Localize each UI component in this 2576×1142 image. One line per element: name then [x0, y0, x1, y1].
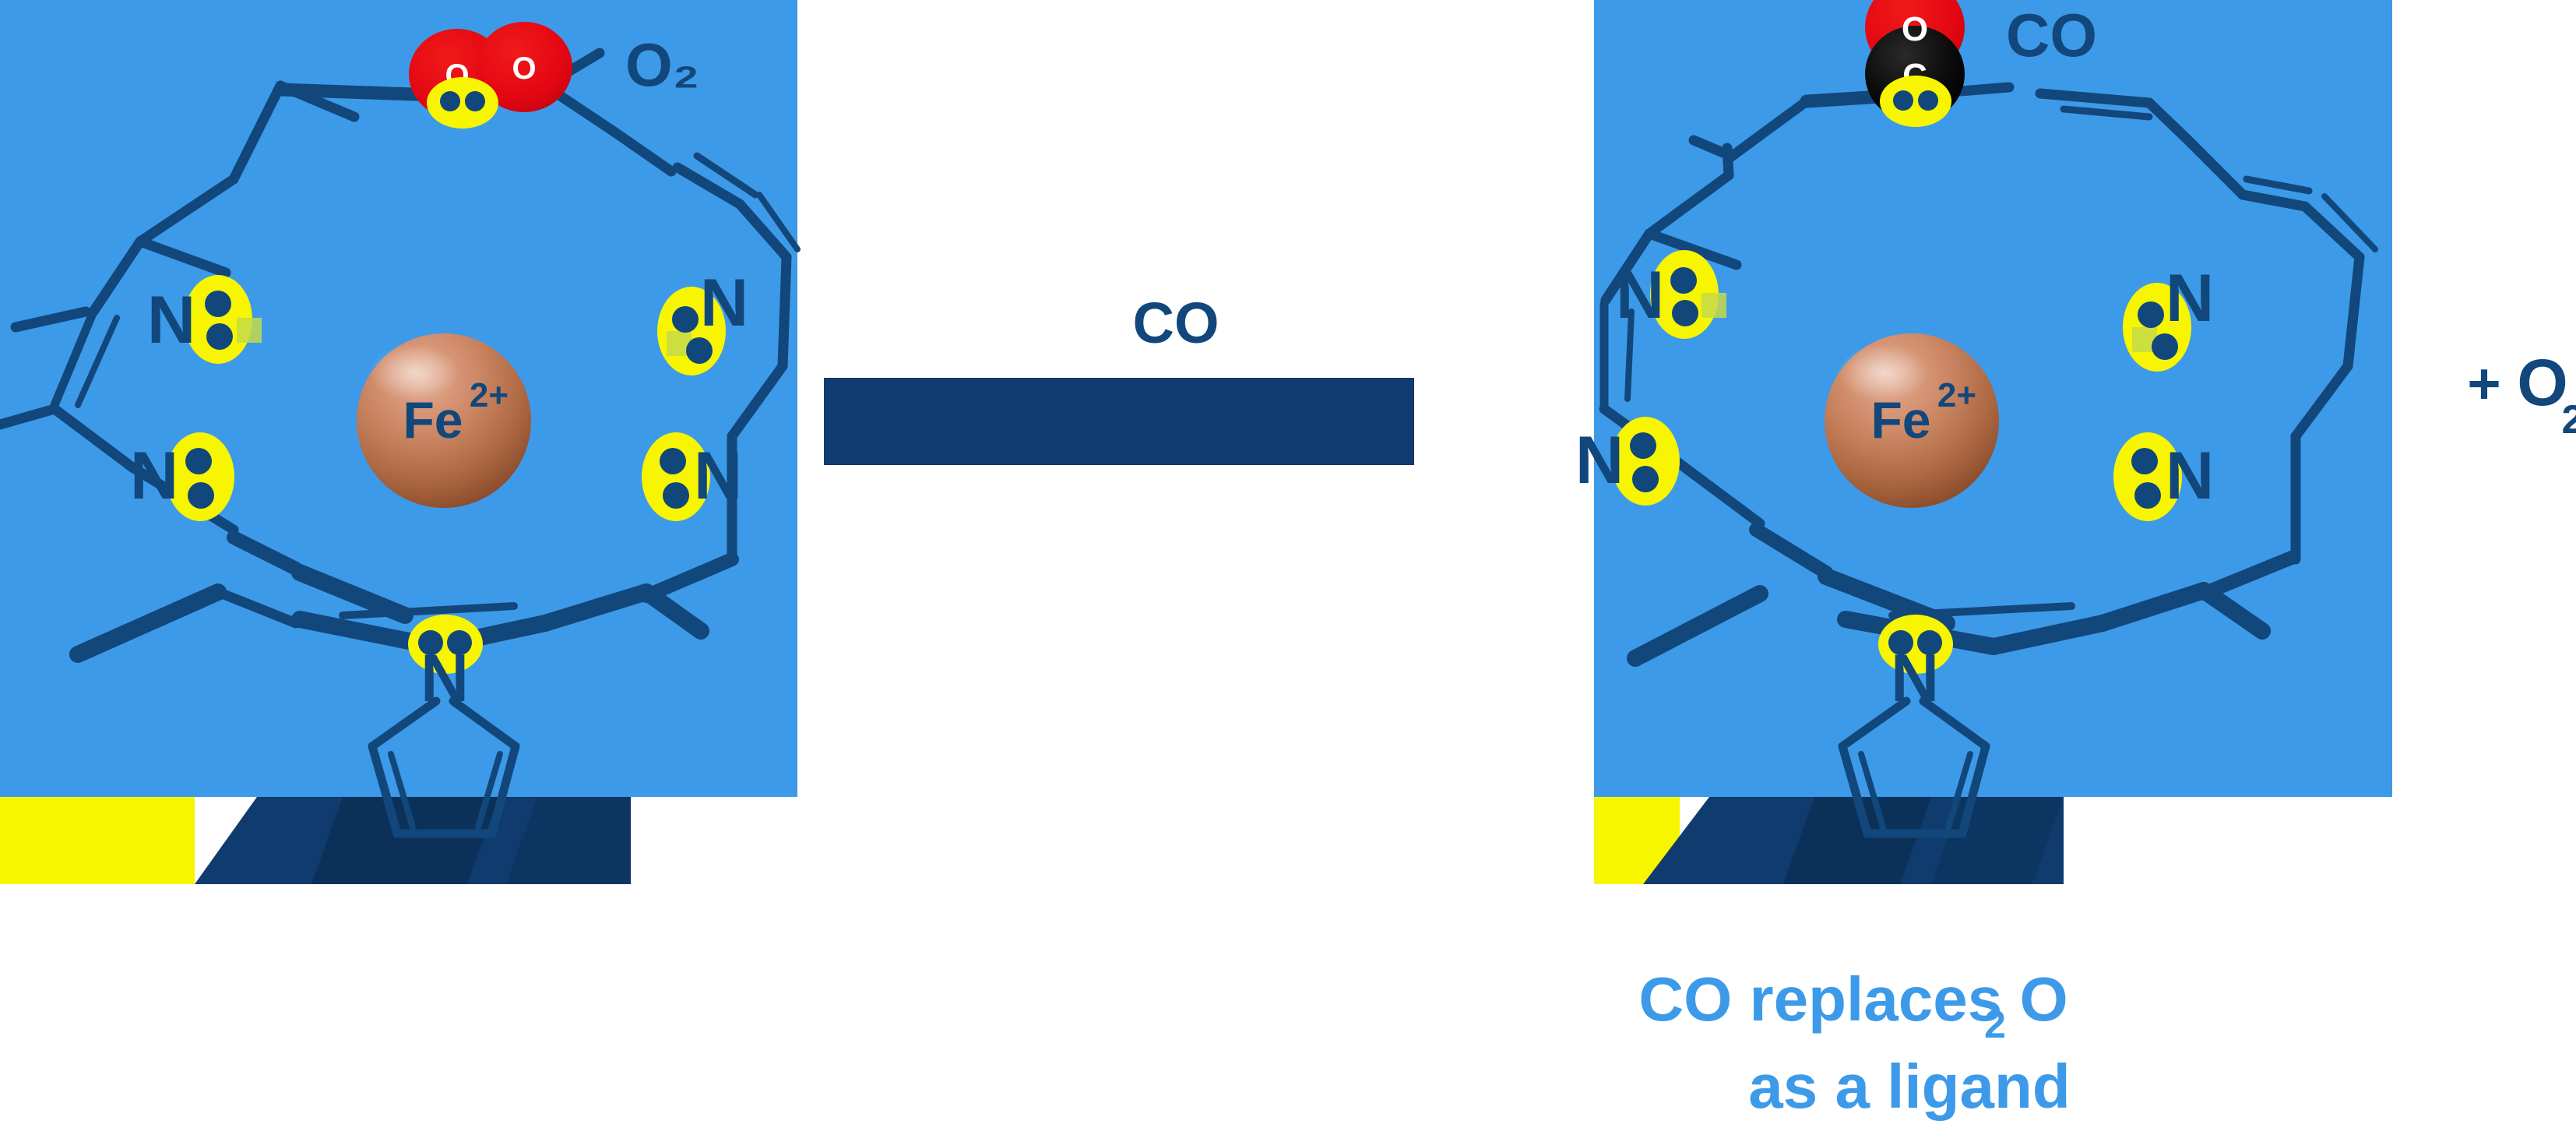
lone-pair-dot-2	[206, 323, 233, 350]
left-histidine-ring	[368, 696, 520, 838]
lone-pair-highlight	[2113, 432, 2182, 521]
nitrogen-label: N	[694, 439, 742, 513]
right-histidine-lone-pair-highlight	[1878, 615, 1953, 674]
byproduct-formula: O	[2517, 346, 2567, 419]
reaction-arrow-bar	[824, 378, 1414, 465]
right-top-lone-pair-highlight	[1880, 76, 1951, 127]
right-top-lone-pair-dot-2	[1918, 90, 1938, 111]
left-histidine-lone-pair-dot-1	[418, 630, 443, 655]
lone-pair-dot-2	[188, 482, 214, 509]
nitrogen-label: N	[130, 439, 178, 513]
right-navy-band-shade	[1783, 797, 1931, 884]
left-oxygen-atom-a	[476, 22, 572, 112]
left-nitrogen-lower-left: N	[130, 432, 234, 521]
lone-pair-dot-1	[1670, 267, 1697, 294]
reaction-arrow-label: CO	[1133, 291, 1219, 355]
left-nitrogen-upper-left: N	[147, 275, 262, 364]
right-nitrogen-upper-left: N	[1616, 250, 1726, 339]
lone-pair-highlight	[642, 432, 710, 521]
left-oxygen-label-a: O	[512, 51, 536, 86]
right-top-lone-pair-dot-1	[1893, 90, 1913, 111]
right-iron-label: Fe	[1870, 391, 1930, 449]
right-iron-highlight	[1838, 344, 1928, 400]
lone-pair-dot-1	[2138, 301, 2164, 328]
lone-pair-dot-1	[205, 291, 231, 317]
lone-pair-dot-2	[2152, 333, 2178, 360]
lone-pair-dot-2	[663, 482, 689, 509]
right-histidine-ring	[1838, 696, 1990, 838]
nitrogen-label: N	[2166, 261, 2214, 336]
byproduct-subscript: 2	[2562, 397, 2576, 442]
lone-pair-shade	[1701, 293, 1726, 318]
lone-pair-dot-2	[1672, 300, 1698, 326]
right-nitrogen-upper-right: N	[2123, 261, 2214, 372]
left-porphyrin-skeleton	[0, 48, 801, 663]
nitrogen-label: N	[1616, 258, 1664, 333]
lone-pair-highlight	[184, 275, 252, 364]
left-iron-charge: 2+	[470, 376, 509, 414]
right-histidine-lone-pair-dot-2	[1917, 630, 1942, 655]
right-histidine-lone-pair-dot-1	[1888, 630, 1913, 655]
left-navy-band-shade-2	[506, 797, 631, 884]
lone-pair-dot-1	[2131, 448, 2158, 474]
nitrogen-label: N	[1575, 423, 1624, 498]
lone-pair-dot-2	[686, 337, 713, 364]
lone-pair-dot-1	[660, 448, 686, 474]
lone-pair-dot-1	[672, 306, 699, 333]
left-nitrogen-lower-right: N	[642, 432, 742, 521]
left-top-lone-pair-highlight	[427, 77, 498, 129]
lone-pair-dot-1	[1630, 432, 1656, 459]
right-nitrogen-lower-right: N	[2113, 432, 2214, 521]
lone-pair-dot-2	[2134, 482, 2161, 509]
caption-line-2: as a ligand	[1748, 1052, 2070, 1121]
caption-line-1-subscript: 2	[1984, 1003, 2006, 1046]
left-nitrogen-upper-right: N	[657, 266, 748, 375]
nitrogen-label: N	[2166, 439, 2214, 513]
lone-pair-shade	[237, 318, 262, 343]
lone-pair-dot-2	[1632, 466, 1659, 492]
lone-pair-highlight	[1611, 417, 1680, 506]
caption-line-1: CO replaces O	[1638, 964, 2067, 1034]
right-oxygen-label: O	[1902, 10, 1928, 48]
right-iron-charge: 2+	[1937, 376, 1976, 414]
left-iron-label: Fe	[403, 391, 463, 449]
right-histidine-nitrogen-label: N	[1891, 641, 1939, 716]
left-histidine-lone-pair-dot-2	[447, 630, 472, 655]
nitrogen-label: N	[147, 283, 195, 358]
left-histidine-lone-pair-highlight	[408, 615, 483, 674]
left-histidine-nitrogen-label: N	[421, 641, 469, 716]
lone-pair-highlight	[166, 432, 234, 521]
nitrogen-label: N	[700, 266, 748, 340]
right-nitrogen-lower-left: N	[1575, 417, 1680, 506]
left-iron-highlight	[369, 344, 459, 400]
left-top-lone-pair-dot-1	[440, 91, 460, 111]
left-ligand-label: O₂	[625, 30, 699, 99]
left-navy-band-shade	[311, 797, 498, 884]
lone-pair-dot-1	[185, 448, 212, 474]
right-ligand-label: CO	[2006, 1, 2097, 69]
left-top-lone-pair-dot-2	[465, 91, 485, 111]
left-yellow-band	[0, 797, 195, 884]
byproduct-plus: +	[2467, 351, 2500, 416]
